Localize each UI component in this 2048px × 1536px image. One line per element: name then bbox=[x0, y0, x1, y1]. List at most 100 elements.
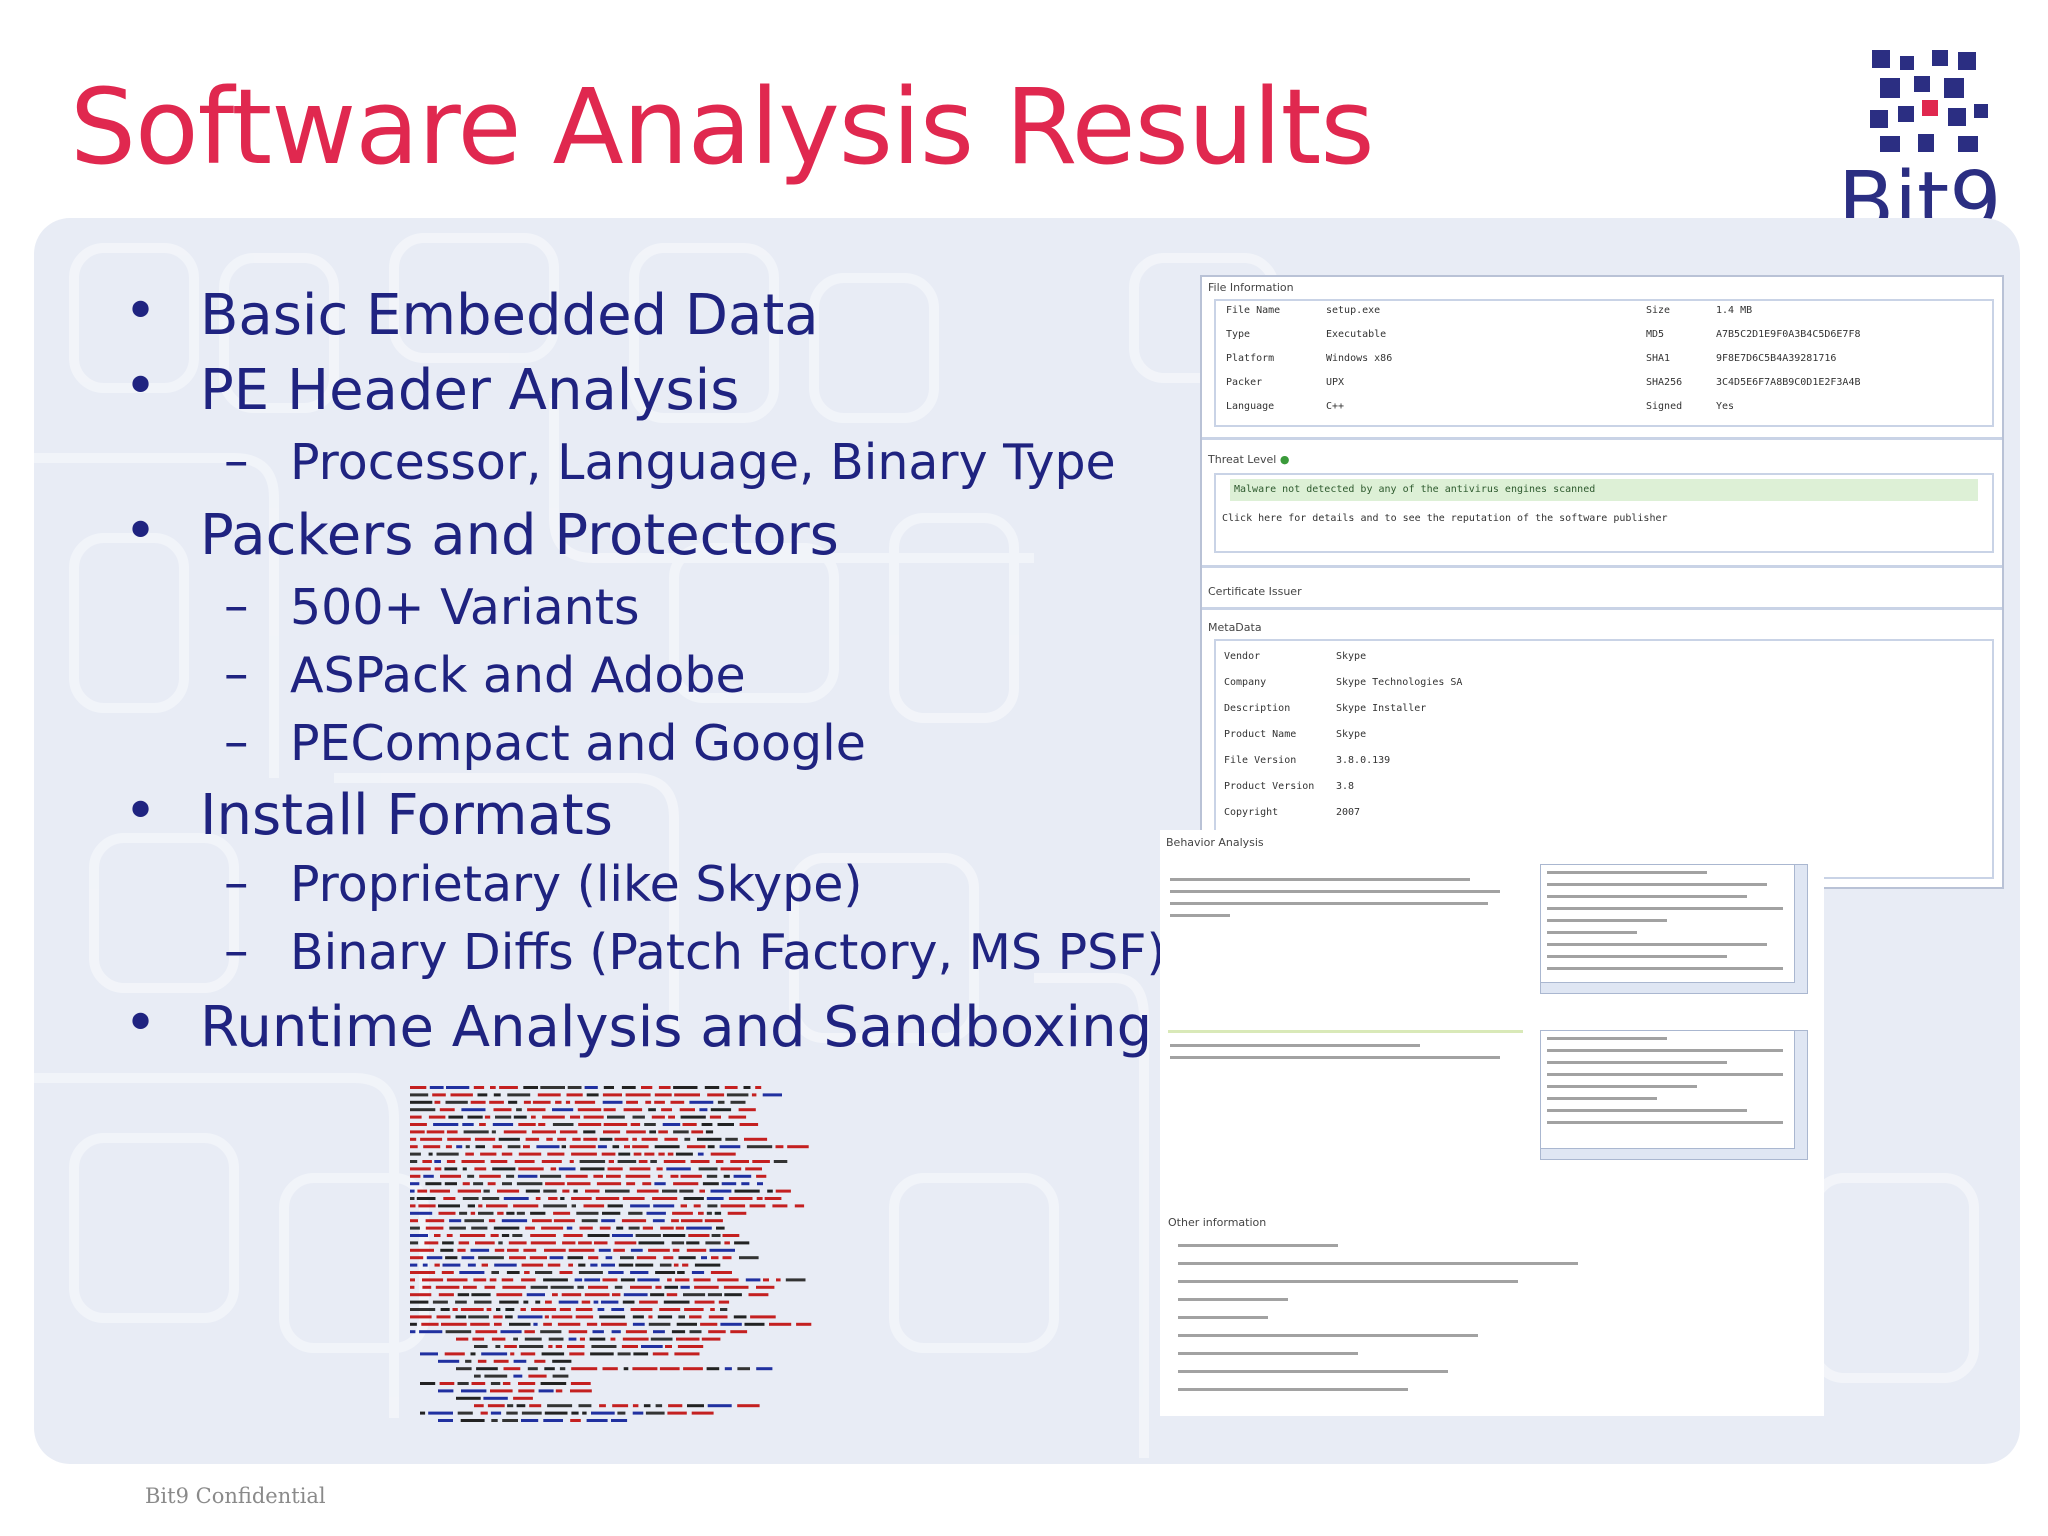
row-label: Description bbox=[1224, 703, 1291, 714]
code-glyph bbox=[720, 1167, 742, 1171]
code-glyph bbox=[748, 1293, 769, 1297]
code-glyph bbox=[491, 1419, 498, 1422]
code-glyph bbox=[500, 1330, 522, 1334]
row-value: UPX bbox=[1326, 377, 1345, 388]
code-glyph bbox=[597, 1308, 605, 1311]
file-list-pane[interactable] bbox=[1540, 1030, 1808, 1160]
code-glyph bbox=[490, 1382, 501, 1385]
code-glyph bbox=[544, 1248, 566, 1252]
registry-list-pane[interactable] bbox=[1540, 864, 1808, 994]
code-glyph bbox=[656, 1167, 663, 1171]
row-label: Company bbox=[1224, 677, 1267, 688]
code-glyph bbox=[567, 1256, 584, 1260]
code-glyph bbox=[494, 1263, 517, 1267]
code-glyph bbox=[526, 1293, 545, 1297]
code-glyph bbox=[568, 1337, 577, 1341]
code-glyph bbox=[545, 1300, 552, 1304]
code-glyph bbox=[486, 1204, 508, 1208]
code-glyph bbox=[506, 1174, 515, 1178]
code-glyph bbox=[724, 1086, 738, 1089]
code-glyph bbox=[444, 1167, 458, 1171]
code-glyph bbox=[458, 1241, 470, 1245]
bullet-text: Runtime Analysis and Sandboxing bbox=[200, 995, 1153, 1060]
code-glyph bbox=[525, 1189, 540, 1193]
code-glyph bbox=[420, 1137, 443, 1141]
code-glyph bbox=[617, 1411, 626, 1415]
code-glyph bbox=[664, 1137, 678, 1141]
code-glyph bbox=[649, 1130, 656, 1134]
row-value: C++ bbox=[1326, 401, 1345, 412]
code-glyph bbox=[467, 1115, 483, 1119]
row-label: MD5 bbox=[1646, 329, 1665, 340]
code-glyph bbox=[608, 1160, 614, 1163]
code-glyph bbox=[410, 1160, 418, 1163]
code-glyph bbox=[636, 1189, 659, 1193]
code-glyph bbox=[672, 1248, 680, 1252]
row-label: Language bbox=[1226, 401, 1275, 412]
code-glyph bbox=[642, 1226, 653, 1230]
code-glyph bbox=[628, 1211, 643, 1215]
code-glyph bbox=[630, 1123, 641, 1126]
code-glyph bbox=[446, 1130, 458, 1134]
row-label: Copyright bbox=[1224, 807, 1279, 818]
code-glyph bbox=[460, 1419, 485, 1422]
code-glyph bbox=[545, 1182, 565, 1186]
code-glyph bbox=[614, 1241, 637, 1245]
code-glyph bbox=[707, 1293, 722, 1297]
metadata-header: MetaData bbox=[1208, 621, 1262, 634]
bullet-marker: • bbox=[124, 354, 158, 419]
code-glyph bbox=[419, 1330, 443, 1334]
code-glyph bbox=[538, 1123, 546, 1126]
code-glyph bbox=[410, 1145, 418, 1149]
row-value: 3C4D5E6F7A8B9C0D1E2F3A4B bbox=[1716, 377, 1861, 388]
code-glyph bbox=[465, 1145, 470, 1149]
code-glyph bbox=[601, 1152, 616, 1156]
code-glyph bbox=[456, 1337, 469, 1341]
code-glyph bbox=[714, 1211, 722, 1215]
code-glyph bbox=[493, 1108, 512, 1112]
code-glyph bbox=[516, 1182, 543, 1186]
vertical-scrollbar[interactable] bbox=[1794, 865, 1807, 993]
code-glyph bbox=[410, 1234, 428, 1237]
code-glyph bbox=[710, 1308, 715, 1311]
code-glyph bbox=[708, 1330, 726, 1334]
code-glyph bbox=[724, 1367, 732, 1371]
code-glyph bbox=[612, 1145, 620, 1149]
code-glyph bbox=[710, 1108, 732, 1112]
code-glyph bbox=[477, 1359, 487, 1363]
horizontal-scrollbar[interactable] bbox=[1541, 1148, 1795, 1159]
code-glyph bbox=[542, 1115, 565, 1119]
code-glyph bbox=[410, 1308, 436, 1311]
code-glyph bbox=[632, 1404, 639, 1408]
horizontal-scrollbar[interactable] bbox=[1541, 982, 1795, 993]
bullet-text: ASPack and Adobe bbox=[290, 647, 746, 704]
code-glyph bbox=[524, 1330, 535, 1334]
row-value: 3.8 bbox=[1336, 781, 1355, 792]
row-value: 9F8E7D6C5B4A39281716 bbox=[1716, 353, 1837, 364]
code-glyph bbox=[618, 1152, 631, 1156]
code-glyph bbox=[663, 1256, 674, 1260]
vertical-scrollbar[interactable] bbox=[1794, 1031, 1807, 1159]
code-glyph bbox=[557, 1322, 581, 1326]
threat-details-link[interactable]: Click here for details and to see the re… bbox=[1222, 513, 1668, 524]
code-glyph bbox=[620, 1256, 634, 1260]
code-glyph bbox=[440, 1248, 454, 1252]
code-glyph bbox=[641, 1345, 663, 1348]
code-glyph bbox=[574, 1100, 596, 1104]
code-glyph bbox=[577, 1285, 584, 1289]
code-glyph bbox=[676, 1337, 700, 1341]
code-glyph bbox=[773, 1160, 788, 1163]
code-glyph bbox=[470, 1352, 476, 1356]
code-glyph bbox=[737, 1404, 760, 1408]
code-glyph bbox=[410, 1285, 415, 1289]
code-glyph bbox=[426, 1130, 445, 1134]
code-glyph bbox=[621, 1219, 647, 1223]
code-glyph bbox=[461, 1389, 487, 1393]
code-glyph bbox=[446, 1234, 453, 1237]
code-glyph bbox=[552, 1359, 572, 1363]
code-glyph bbox=[655, 1404, 663, 1408]
code-glyph bbox=[434, 1160, 441, 1163]
code-glyph bbox=[709, 1248, 735, 1252]
file-analysis-screenshot: File Information File Name setup.exe Siz… bbox=[1200, 275, 2004, 889]
